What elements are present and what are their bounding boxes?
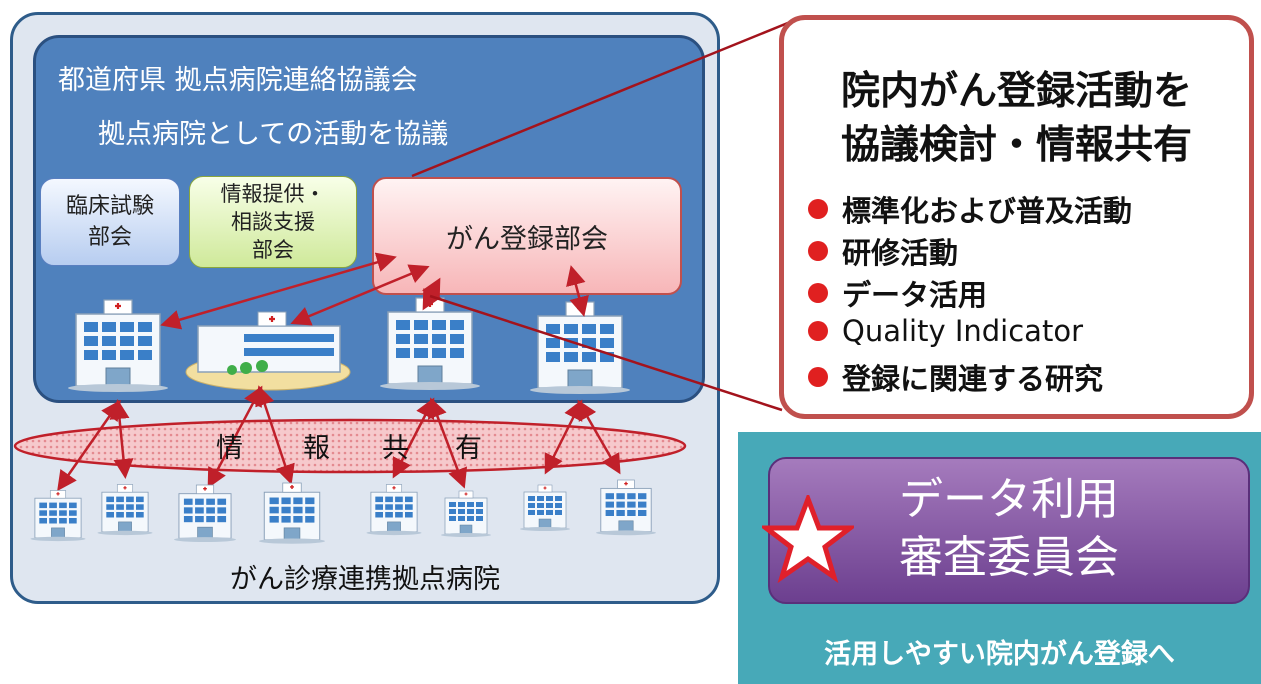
registry-to-hospital-arrow	[566, 265, 589, 317]
activity-bullet: データ活用	[808, 272, 987, 314]
easy-to-use-registry-tagline: 活用しやすい院内がん登録へ	[824, 639, 1175, 670]
info-share-char: 共	[382, 433, 409, 464]
member-hospital-icon	[258, 482, 326, 545]
registry-activities-panel: 院内がん登録活動を 協議検討・情報共有 標準化および普及活動 研修活動 データ活…	[779, 15, 1254, 419]
bullet-dot-icon	[808, 199, 828, 219]
bullet-dot-icon	[808, 241, 828, 261]
callout-line-top	[411, 16, 801, 178]
council-title: 都道府県 拠点病院連絡協議会	[58, 65, 418, 96]
info-share-char: 有	[455, 433, 482, 464]
member-hospital-icon	[29, 489, 87, 542]
activity-bullet: Quality Indicator	[808, 314, 1083, 348]
committee-label: データ利用 審査委員会	[770, 471, 1248, 587]
activity-text: 標準化および普及活動	[842, 194, 1133, 228]
member-hospital-icon	[365, 483, 423, 536]
council-hospital-campus-icon	[185, 311, 351, 391]
info-share-char: 情	[216, 433, 243, 464]
activity-bullet: 標準化および普及活動	[808, 188, 1132, 230]
registry-to-hospital-arrow	[422, 277, 441, 311]
activity-text: データ活用	[842, 278, 988, 312]
registry-to-hospital-arrow	[290, 264, 430, 326]
panel-title-line2: 協議検討・情報共有	[840, 123, 1192, 168]
committee-label-line1: データ利用	[899, 474, 1119, 525]
network-arrow	[207, 385, 263, 489]
clinical-subcommittee-label: 臨床試験 部会	[65, 194, 154, 250]
registry-subcommittee-label: がん登録部会	[446, 223, 608, 255]
member-hospital-icon	[440, 490, 492, 538]
network-arrow	[109, 399, 134, 479]
activity-bullet: 登録に関連する研究	[808, 356, 1103, 398]
council-subtitle: 拠点病院としての活動を協議	[98, 119, 449, 150]
network-arrow	[577, 399, 621, 475]
star-icon	[762, 495, 854, 583]
council-hospital-icon	[66, 298, 170, 394]
council-hospital-icon	[378, 296, 482, 392]
clinical-trial-subcommittee: 臨床試験 部会	[40, 178, 180, 266]
member-hospital-icon	[519, 484, 571, 532]
info-share-char: 報	[303, 433, 330, 464]
bullet-dot-icon	[808, 367, 828, 387]
network-arrow	[427, 397, 468, 489]
activity-text: 研修活動	[842, 236, 959, 270]
council-hospital-icon	[528, 300, 632, 396]
network-arrow	[392, 397, 435, 479]
network-arrow	[57, 399, 121, 492]
callout-line-bottom	[429, 294, 783, 412]
member-hospital-icon	[173, 484, 237, 543]
bullet-dot-icon	[808, 321, 828, 341]
network-arrow	[544, 399, 583, 475]
member-hospital-icon	[96, 483, 154, 536]
panel-title-line1: 院内がん登録活動を	[840, 69, 1192, 114]
activity-text: Quality Indicator	[842, 314, 1083, 348]
designated-hospitals-caption: がん診療連携拠点病院	[230, 564, 500, 595]
bullet-dot-icon	[808, 283, 828, 303]
activity-text: 登録に関連する研究	[842, 362, 1104, 396]
network-arrow	[255, 385, 295, 485]
activity-bullet: 研修活動	[808, 230, 958, 272]
info-subcommittee-label: 情報提供・ 相談支援 部会	[220, 182, 326, 262]
information-sharing-ellipse	[13, 418, 687, 474]
member-hospital-icon	[595, 479, 657, 536]
committee-label-line2: 審査委員会	[899, 532, 1119, 583]
